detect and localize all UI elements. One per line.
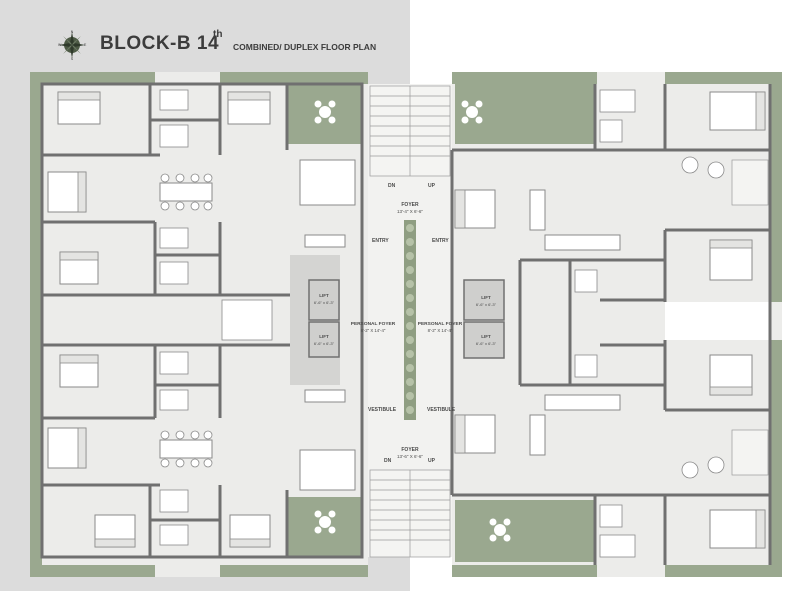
- label-foyer-bottom-dim: 13'-6" X 6'-6": [397, 454, 423, 459]
- top-right-terrace: [455, 84, 595, 144]
- lift-1: [308, 279, 340, 321]
- label-foyer-bottom: FOYER: [401, 447, 419, 453]
- label-lift-4-dim: 6'-6" x 6'-3": [476, 341, 497, 346]
- label-personal-foyer-right-dim: 8'-2" X 14'-4": [428, 328, 453, 333]
- left-bottom-balcony: [30, 565, 155, 577]
- compass-e: E: [84, 43, 87, 47]
- page-title: BLOCK-B 14: [100, 33, 220, 54]
- label-personal-foyer-left-dim: 8'-2" X 14'-4": [361, 328, 386, 333]
- compass-n: N: [71, 30, 74, 34]
- left-top-balcony: [30, 72, 155, 84]
- lift-2: [308, 321, 340, 358]
- right-wing: [450, 72, 782, 577]
- label-foyer-top-dim: 13'-4" X 6'-6": [397, 209, 423, 214]
- label-dn-bottom: DN: [384, 458, 392, 464]
- lift-4: [463, 321, 505, 359]
- title-superscript: th: [213, 29, 223, 40]
- plant-strip: [404, 220, 416, 420]
- left-wing: [30, 72, 368, 577]
- label-entry-left: ENTRY: [372, 238, 389, 244]
- left-top-right-balcony: [220, 72, 368, 84]
- central-core: [368, 84, 452, 558]
- label-lift-1-dim: 6'-6" x 6'-3": [314, 300, 335, 305]
- label-dn-top: DN: [388, 183, 396, 189]
- bottom-right-terrace: [455, 500, 595, 562]
- label-vestibule-left: VESTIBULE: [368, 407, 397, 413]
- left-balcony-strip: [30, 72, 42, 577]
- compass-s: S: [71, 57, 74, 60]
- compass-rose-icon: N S W E: [58, 30, 87, 60]
- page-subtitle: COMBINED/ DUPLEX FLOOR PLAN: [233, 42, 377, 52]
- label-lift-2: LIFT: [319, 334, 329, 339]
- label-vestibule-right: VESTIBULE: [427, 407, 456, 413]
- label-lift-1: LIFT: [319, 293, 329, 298]
- label-lift-2-dim: 6'-6" x 6'-3": [314, 341, 335, 346]
- label-personal-foyer-right: PERSONAL FOYER: [418, 321, 463, 327]
- label-lift-4: LIFT: [481, 334, 491, 339]
- right-gap: [665, 302, 770, 340]
- label-up-top: UP: [428, 183, 436, 189]
- label-lift-3: LIFT: [481, 295, 491, 300]
- label-up-bottom: UP: [428, 458, 436, 464]
- compass-w: W: [58, 43, 62, 47]
- left-bottom-right-balcony: [220, 565, 368, 577]
- label-foyer-top: FOYER: [401, 202, 419, 208]
- lift-3: [463, 279, 505, 321]
- label-lift-3-dim: 6'-6" x 6'-3": [476, 302, 497, 307]
- label-personal-foyer-left: PERSONAL FOYER: [351, 321, 396, 327]
- label-entry-right: ENTRY: [432, 238, 449, 244]
